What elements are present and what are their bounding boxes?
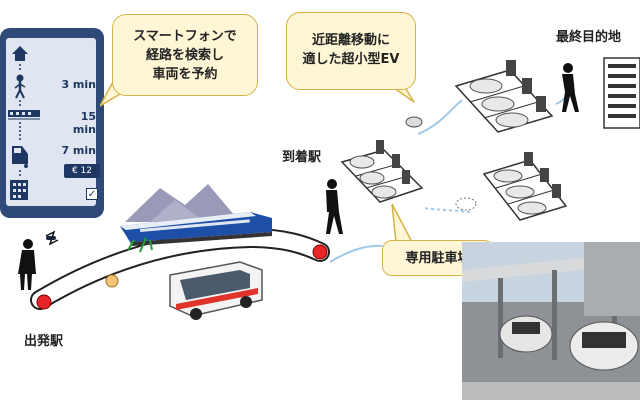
person-walking: [326, 179, 343, 234]
fare-badge: € 12: [64, 164, 100, 178]
parked-ev-outline-icon: [455, 197, 477, 211]
ev-parking-lot-destination: [454, 60, 554, 133]
callout-line: スマートフォンで: [133, 29, 237, 44]
mountains: [125, 184, 240, 222]
callout-smartphone: スマートフォンで 経路を検索し 車両を予約: [112, 14, 258, 96]
walking-person-icon: [14, 74, 26, 99]
walk-time: 3 min: [61, 78, 96, 91]
arrival-station-marker: [312, 244, 328, 260]
ev-parking-lot-other: [482, 152, 568, 221]
person-silhouette-phone: [18, 239, 36, 290]
parking-photo-illustration: [462, 242, 640, 400]
route-steps-graphic: [8, 46, 40, 200]
moving-ev-icon: [405, 116, 423, 128]
intermediate-station-marker: [105, 274, 119, 288]
home-icon: [12, 46, 28, 61]
grass: [127, 237, 153, 253]
route-arrow: [417, 99, 463, 135]
phone-home-button: [46, 236, 56, 240]
callout-line: 車両を予約: [152, 67, 218, 82]
train-icon: [8, 110, 40, 120]
building-icon: [10, 180, 28, 200]
departure-station-label: 出発駅: [24, 334, 64, 349]
callout-ev: 近距離移動に 適した超小型EV: [286, 12, 416, 90]
train-illustration: [120, 212, 272, 246]
train-time: 15 min: [72, 110, 96, 136]
smartphone: 3 min 15 min € 12 7 min ✓: [0, 28, 104, 240]
ev-parking-lot-arrival: [340, 140, 424, 203]
bus-illustration: [169, 261, 263, 320]
callout-line: 経路を検索し: [145, 48, 224, 63]
destination-label: 最終目的地: [556, 30, 622, 45]
ev-car-icon: [12, 146, 28, 168]
parking-photo: [462, 242, 640, 400]
departure-station-marker: [36, 294, 52, 310]
rail-route: [30, 227, 330, 310]
arrival-station-label: 到着駅: [282, 150, 322, 165]
smartphone-screen: 3 min 15 min € 12 7 min ✓: [6, 38, 100, 206]
destination-building: [603, 57, 640, 129]
route-arrow-dashed: [423, 207, 471, 213]
reserve-checkbox[interactable]: ✓: [86, 188, 98, 200]
callout-line: 適した超小型EV: [302, 52, 400, 67]
person-walking-destination: [562, 63, 579, 112]
callout-line: 近距離移動に: [311, 33, 390, 48]
route-arrow: [329, 244, 383, 263]
signal-icon: [45, 230, 59, 246]
ev-time: 7 min: [61, 144, 96, 157]
